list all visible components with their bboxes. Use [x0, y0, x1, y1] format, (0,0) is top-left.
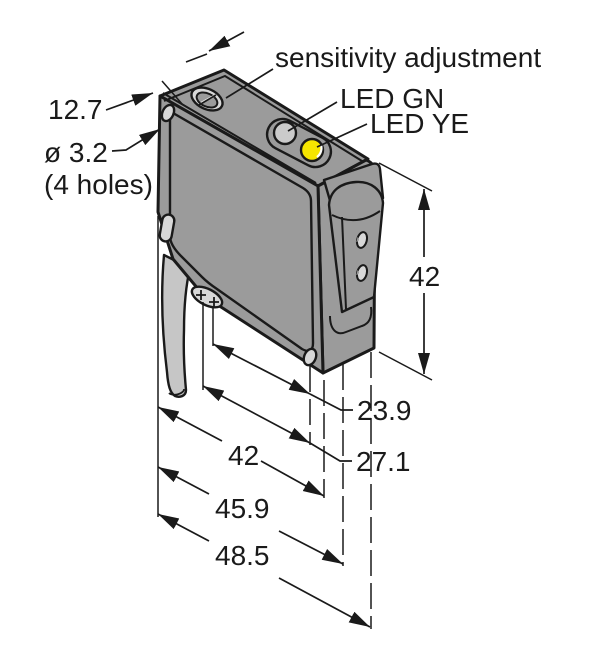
- sensor-body: [156, 68, 385, 398]
- bracket-block: [327, 180, 385, 314]
- dim-27-1-line: [202, 385, 311, 444]
- bracket-cap-line: [331, 210, 381, 222]
- label-sensitivity-adjustment: sensitivity adjustment: [275, 42, 541, 73]
- dim-label-45-9: 45.9: [215, 493, 270, 524]
- dim-label-12-7: 12.7: [48, 94, 103, 125]
- cable: [160, 253, 192, 398]
- dimension-lines: [105, 31, 430, 628]
- keyhole-notch: [356, 236, 359, 243]
- yellow-led: [299, 137, 325, 163]
- tick-42-bottom: [378, 351, 433, 381]
- dim-12-7-arrow-left: [105, 92, 154, 111]
- top-bevel-back-line: [163, 74, 363, 162]
- label-led-yellow: LED YE: [370, 108, 469, 139]
- tick-42-top: [378, 162, 433, 192]
- top-bevel-front-line: [162, 92, 317, 184]
- leader-sensitivity: [225, 68, 274, 99]
- label-led-green: LED GN: [340, 83, 444, 114]
- sensitivity-potentiometer: [190, 86, 224, 112]
- green-led: [272, 120, 298, 146]
- labels: sensitivity adjustment LED GN LED YE 12.…: [44, 42, 541, 571]
- bracket-edge-line: [341, 216, 347, 310]
- dim-27-1-leader: [309, 442, 352, 462]
- leader-led-green: [287, 101, 338, 132]
- dim-45-9-right: [278, 530, 344, 565]
- label-hole-count: (4 holes): [44, 169, 153, 200]
- label-hole-diameter: ø 3.2: [44, 137, 108, 168]
- keyhole-slot-upper: [355, 231, 369, 249]
- mounting-bracket: [322, 162, 385, 335]
- lens-cross-receiver: [209, 297, 219, 307]
- cable-end-cap: [168, 388, 185, 396]
- extension-lines: [157, 53, 433, 629]
- dim-label-48-5: 48.5: [215, 540, 270, 571]
- pot-slot-shadow: [198, 94, 217, 106]
- tick-127-right: [185, 53, 208, 63]
- bracket-groove: [329, 306, 373, 335]
- leader-hole-diameter: [111, 128, 161, 152]
- dim-23-9-leader: [309, 393, 353, 411]
- dim-23-9-line: [212, 343, 311, 395]
- dim-label-27-1: 27.1: [356, 446, 411, 477]
- dim-12-7-arrow-right: [208, 31, 245, 52]
- leader-led-yellow: [316, 123, 368, 148]
- lens-cross-emitter: [196, 290, 206, 300]
- tick-127-left: [161, 80, 184, 106]
- dim-45-9-left: [157, 466, 210, 495]
- dim-42-depth-right: [260, 460, 325, 497]
- dim-label-42-depth: 42: [228, 440, 259, 471]
- dim-48-5-right: [278, 577, 371, 628]
- side-slot-left: [158, 213, 176, 243]
- dim-label-42-height: 42: [409, 261, 440, 292]
- dim-48-5-left: [157, 513, 210, 542]
- dim-label-23-9: 23.9: [357, 395, 412, 426]
- keyhole-slot-lower: [355, 264, 369, 282]
- mounting-hole-top-left: [160, 103, 176, 123]
- dim-42-depth-left: [157, 406, 223, 442]
- keyhole-notch: [356, 269, 359, 276]
